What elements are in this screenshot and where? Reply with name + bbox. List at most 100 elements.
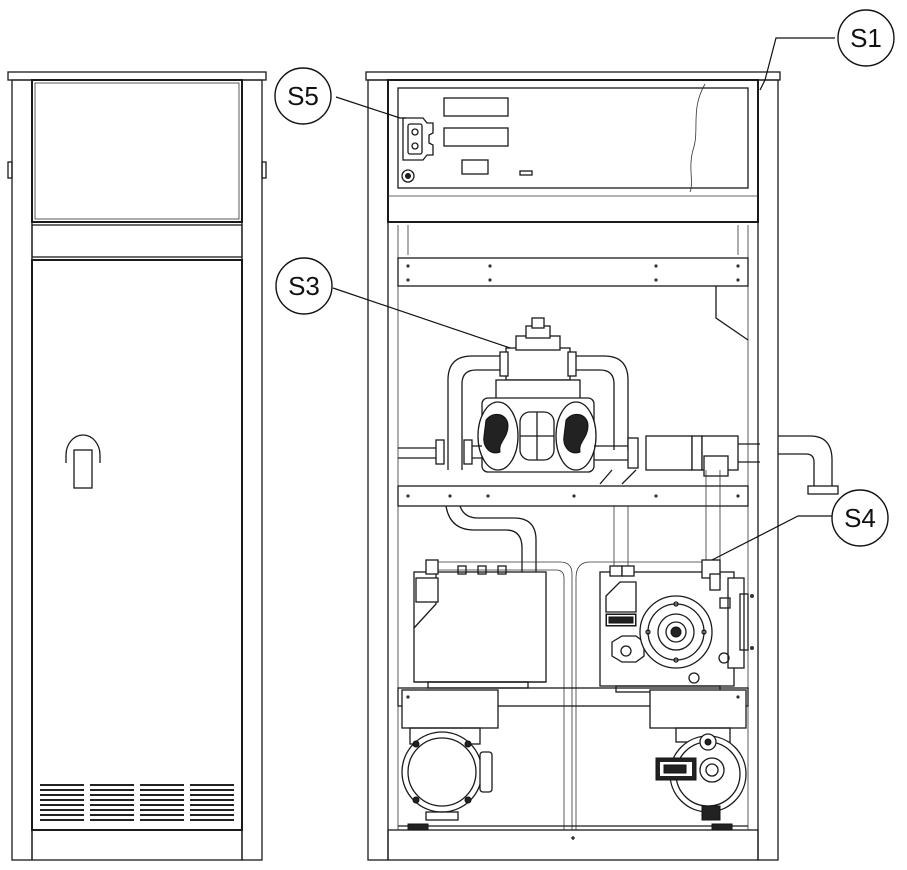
pump-nameplate [607,615,635,625]
leader-s4 [711,515,832,561]
vent-slot [190,799,234,801]
left-door-panel [31,259,243,831]
vent-slot [140,819,184,821]
vent-slot [190,809,234,811]
left-post-right [241,79,263,861]
right-pump-unit [599,559,754,693]
right-motor-mount [649,689,747,729]
rivet [572,494,576,498]
middle-shelf [397,485,749,507]
leader-s5 [335,96,406,119]
door-handle-icon [65,434,101,489]
open-dispenser-view [365,71,839,861]
rivet [736,695,740,699]
meter-assembly [398,317,839,495]
vent-slot [140,794,184,796]
left-post-left [11,79,33,861]
trademark-badge-icon [401,169,415,183]
suction-hose-left [445,505,523,572]
vent-slot [190,784,234,786]
left-motor [401,727,493,821]
electronics-head [387,79,759,223]
vent-slot [90,784,134,786]
left-pump-unit [413,559,547,689]
callout-s1: S1 [837,9,895,67]
vent-slot [190,804,234,806]
callout-s1-label: S1 [850,23,882,53]
rivet [654,278,658,282]
indicator-slot [519,170,533,176]
rivet [488,264,492,268]
upper-cross-beam [397,257,749,287]
vent-slot [40,789,84,791]
closed-dispenser-view [7,71,267,861]
rivet [736,494,740,498]
vent-slot [40,809,84,811]
rivet [654,264,658,268]
rivet [736,278,740,282]
callout-s5: S5 [274,67,332,125]
vent-slot [190,789,234,791]
rivet [488,278,492,282]
vent-slot [190,814,234,816]
vent-slot [90,809,134,811]
vent-slot [140,804,184,806]
right-base [387,829,759,861]
cutaway-line [689,83,706,193]
vent-slot [40,814,84,816]
vent-slot [40,819,84,821]
callout-s3: S3 [275,257,333,315]
leader-s3 [332,287,511,349]
vent-slot [190,794,234,796]
leader-s1 [759,37,835,91]
vent-slot [90,794,134,796]
rivet [486,494,490,498]
rivet [406,695,410,699]
display-window-1 [443,97,509,117]
vent-slot [140,799,184,801]
rivet [654,494,658,498]
display-window-2 [443,127,509,147]
vent-slot [40,804,84,806]
vent-slot [40,794,84,796]
vent-slot [90,814,134,816]
rivet [736,264,740,268]
left-hinge-a [7,161,13,179]
right-post-right [757,79,779,861]
vent-slot [90,819,134,821]
vent-slot [190,819,234,821]
rivet [406,264,410,268]
left-display-glass [34,82,240,220]
callout-s4-label: S4 [844,503,876,533]
pulser-board [402,117,434,161]
diagonal-bracket [715,286,749,341]
vent-slot [140,789,184,791]
callout-s3-label: S3 [288,271,320,301]
rivet [406,494,410,498]
vent-slot [90,789,134,791]
right-post-left [367,79,389,861]
left-vent-grille [40,784,234,821]
display-window-3 [461,159,489,175]
vent-slot [140,814,184,816]
vent-slot [40,784,84,786]
callout-s5-label: S5 [287,81,319,111]
right-motor [655,727,747,821]
left-middle-band [31,224,243,258]
callout-s4: S4 [831,489,889,547]
left-top-cap [7,71,267,81]
left-base [31,829,243,861]
lower-shelf [397,687,749,707]
rivet [406,278,410,282]
vent-slot [40,799,84,801]
vent-slot [140,784,184,786]
left-display-window [31,79,243,223]
vent-slot [140,809,184,811]
right-top-cap [365,71,781,81]
left-hinge-b [261,161,267,179]
vent-slot [90,799,134,801]
display-panel [397,87,749,189]
vent-slot [90,804,134,806]
